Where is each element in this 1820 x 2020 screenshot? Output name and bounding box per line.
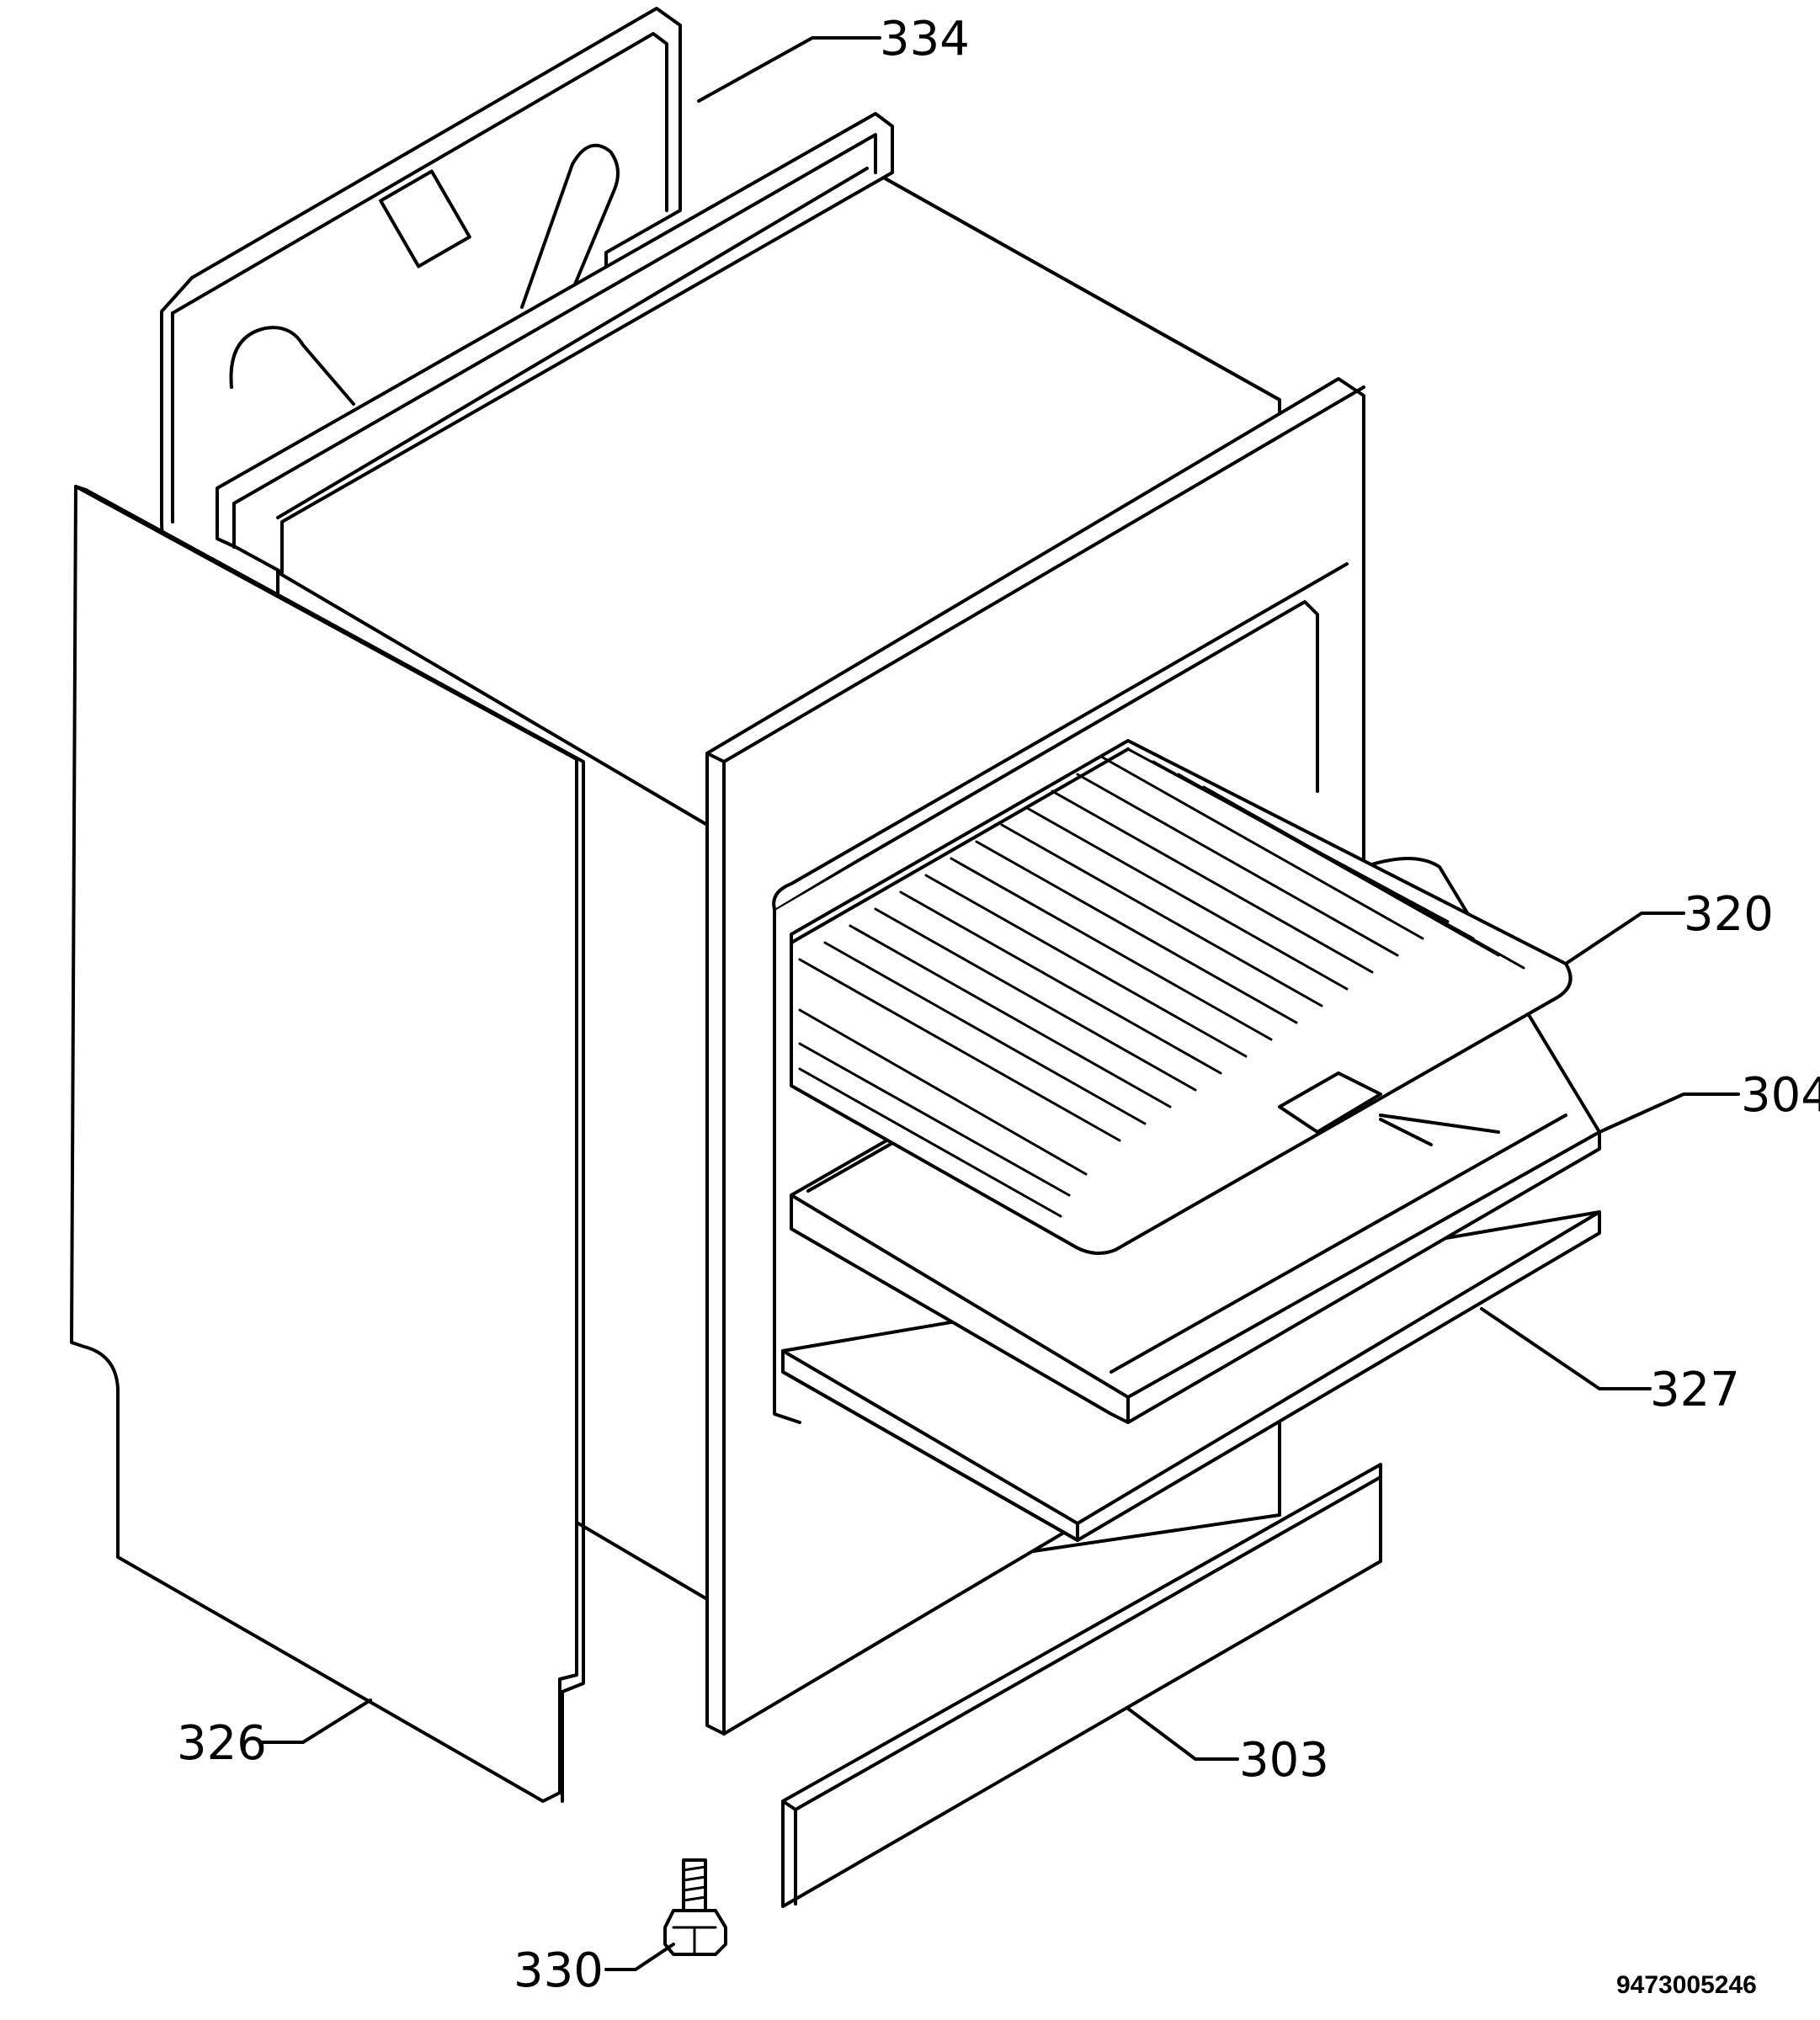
callout-303: 303 — [1239, 1733, 1329, 1788]
callout-334: 334 — [880, 12, 970, 66]
callout-leaders — [259, 36, 1740, 1971]
part-330-screw — [663, 1858, 727, 1956]
part-320-wire-shelf — [790, 739, 1573, 1255]
callout-330: 330 — [514, 1943, 604, 1998]
part-326-side-panel — [70, 485, 585, 1803]
document-number: 9473005246 — [1616, 1971, 1757, 1999]
callout-320: 320 — [1684, 887, 1774, 942]
shelf-wires — [798, 747, 1525, 1218]
part-303-plinth-strip — [781, 1463, 1382, 1908]
callout-327: 327 — [1650, 1363, 1740, 1417]
callout-326: 326 — [177, 1716, 267, 1771]
cavity-frame — [216, 112, 894, 574]
callout-304: 304 — [1741, 1068, 1820, 1123]
